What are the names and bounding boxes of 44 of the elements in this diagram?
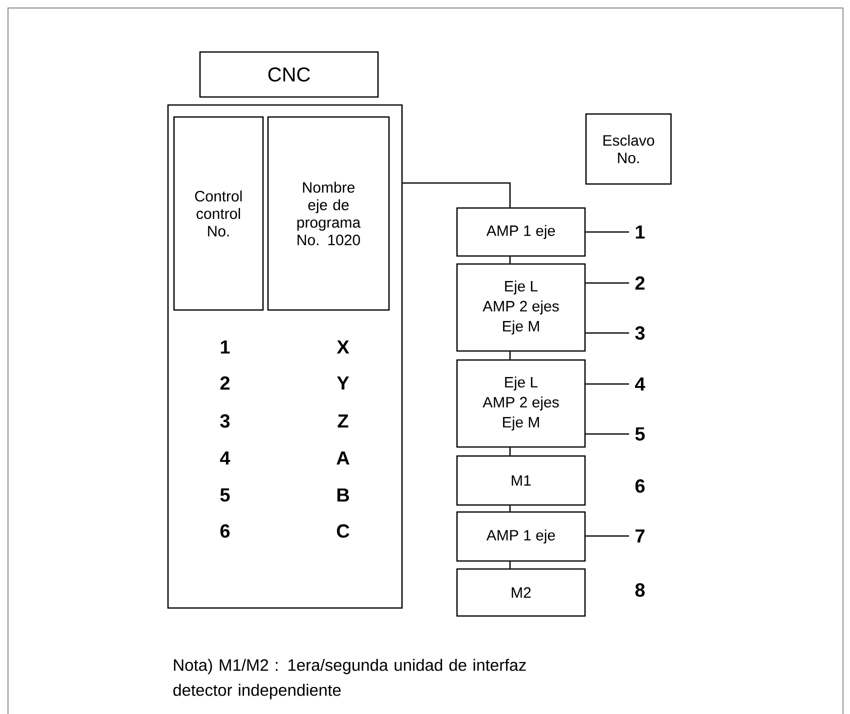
leader-line xyxy=(586,231,630,233)
slave-number: 3 xyxy=(635,326,645,340)
connector-line xyxy=(509,562,511,568)
leader-line xyxy=(586,332,630,334)
slave-number: 7 xyxy=(636,529,644,543)
row-number: 1 xyxy=(220,340,230,354)
axis-name: B xyxy=(337,488,349,502)
row-number: 2 xyxy=(220,376,230,390)
connector-line xyxy=(509,352,511,360)
connector-line xyxy=(402,182,511,208)
slave-number: 1 xyxy=(636,225,645,239)
column-box: Control control No. xyxy=(173,116,264,311)
amp-box: Eje L AMP 2 ejes Eje M xyxy=(456,359,586,448)
axis-name: X xyxy=(336,340,350,354)
row-number: 5 xyxy=(220,488,230,502)
axis-name: C xyxy=(336,524,350,538)
note-text: Nota) M1/M2 : 1era/segunda unidad de interfaz detector independiente xyxy=(173,658,526,700)
slave-number: 6 xyxy=(635,479,645,493)
slave-number: 4 xyxy=(635,377,646,391)
interface-box: M1 xyxy=(456,455,586,506)
slave-number: 2 xyxy=(635,276,645,290)
header-box: Esclavo No. xyxy=(585,113,672,185)
slave-number: 8 xyxy=(635,583,645,597)
connector-line xyxy=(509,506,511,512)
leader-line xyxy=(586,433,630,435)
row-number: 4 xyxy=(220,451,230,465)
axis-name: A xyxy=(336,451,350,465)
row-number: 3 xyxy=(220,414,230,428)
panel xyxy=(167,104,403,609)
row-number: 6 xyxy=(220,524,230,538)
column-box: Nombre eje de programa No. 1020 xyxy=(267,116,390,311)
leader-line xyxy=(586,383,630,385)
amp-box: Eje L AMP 2 ejes Eje M xyxy=(456,263,586,352)
amp-box: AMP 1 eje xyxy=(456,511,586,562)
axis-name: Y xyxy=(337,376,350,390)
connector-line xyxy=(509,448,511,456)
title-box: CNC xyxy=(199,51,379,98)
axis-name: Z xyxy=(338,414,348,428)
connector-line xyxy=(509,256,511,264)
amp-box: AMP 1 eje xyxy=(456,207,586,257)
slave-number: 5 xyxy=(635,427,645,441)
interface-box: M2 xyxy=(456,568,586,617)
leader-line xyxy=(586,535,630,537)
leader-line xyxy=(586,282,630,284)
